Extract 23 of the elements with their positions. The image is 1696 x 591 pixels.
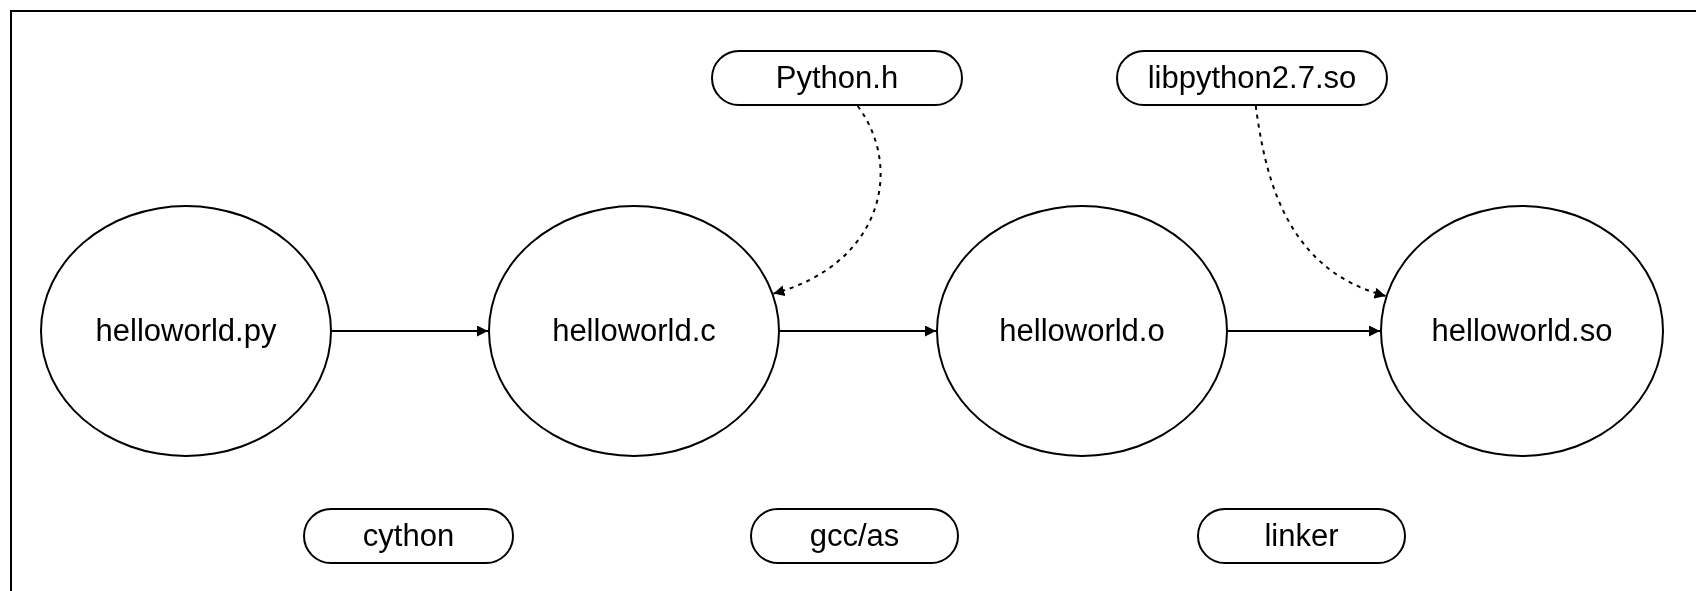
node-label: linker [1264,518,1339,554]
arrow [331,325,489,337]
arrow [779,325,937,337]
ellipse-node [936,205,1228,457]
arrow [1227,325,1381,337]
node-label: cython [362,518,455,554]
node-label: helloworld.py [95,313,277,349]
node-label: helloworld.so [1431,313,1613,349]
ellipse-node [488,205,780,457]
ellipse-node [40,205,332,457]
rounded-node [750,508,959,564]
rounded-node [303,508,514,564]
rounded-node [1116,50,1388,106]
node-label: gcc/as [809,518,900,554]
node-label: helloworld.o [999,313,1165,349]
ellipse-node [1380,205,1664,457]
node-label: helloworld.c [552,313,716,349]
rounded-node [711,50,963,106]
arrow [1254,105,1387,298]
arrow [772,105,882,296]
node-label: libpython2.7.so [1147,60,1357,96]
rounded-node [1197,508,1406,564]
node-label: Python.h [775,60,899,96]
